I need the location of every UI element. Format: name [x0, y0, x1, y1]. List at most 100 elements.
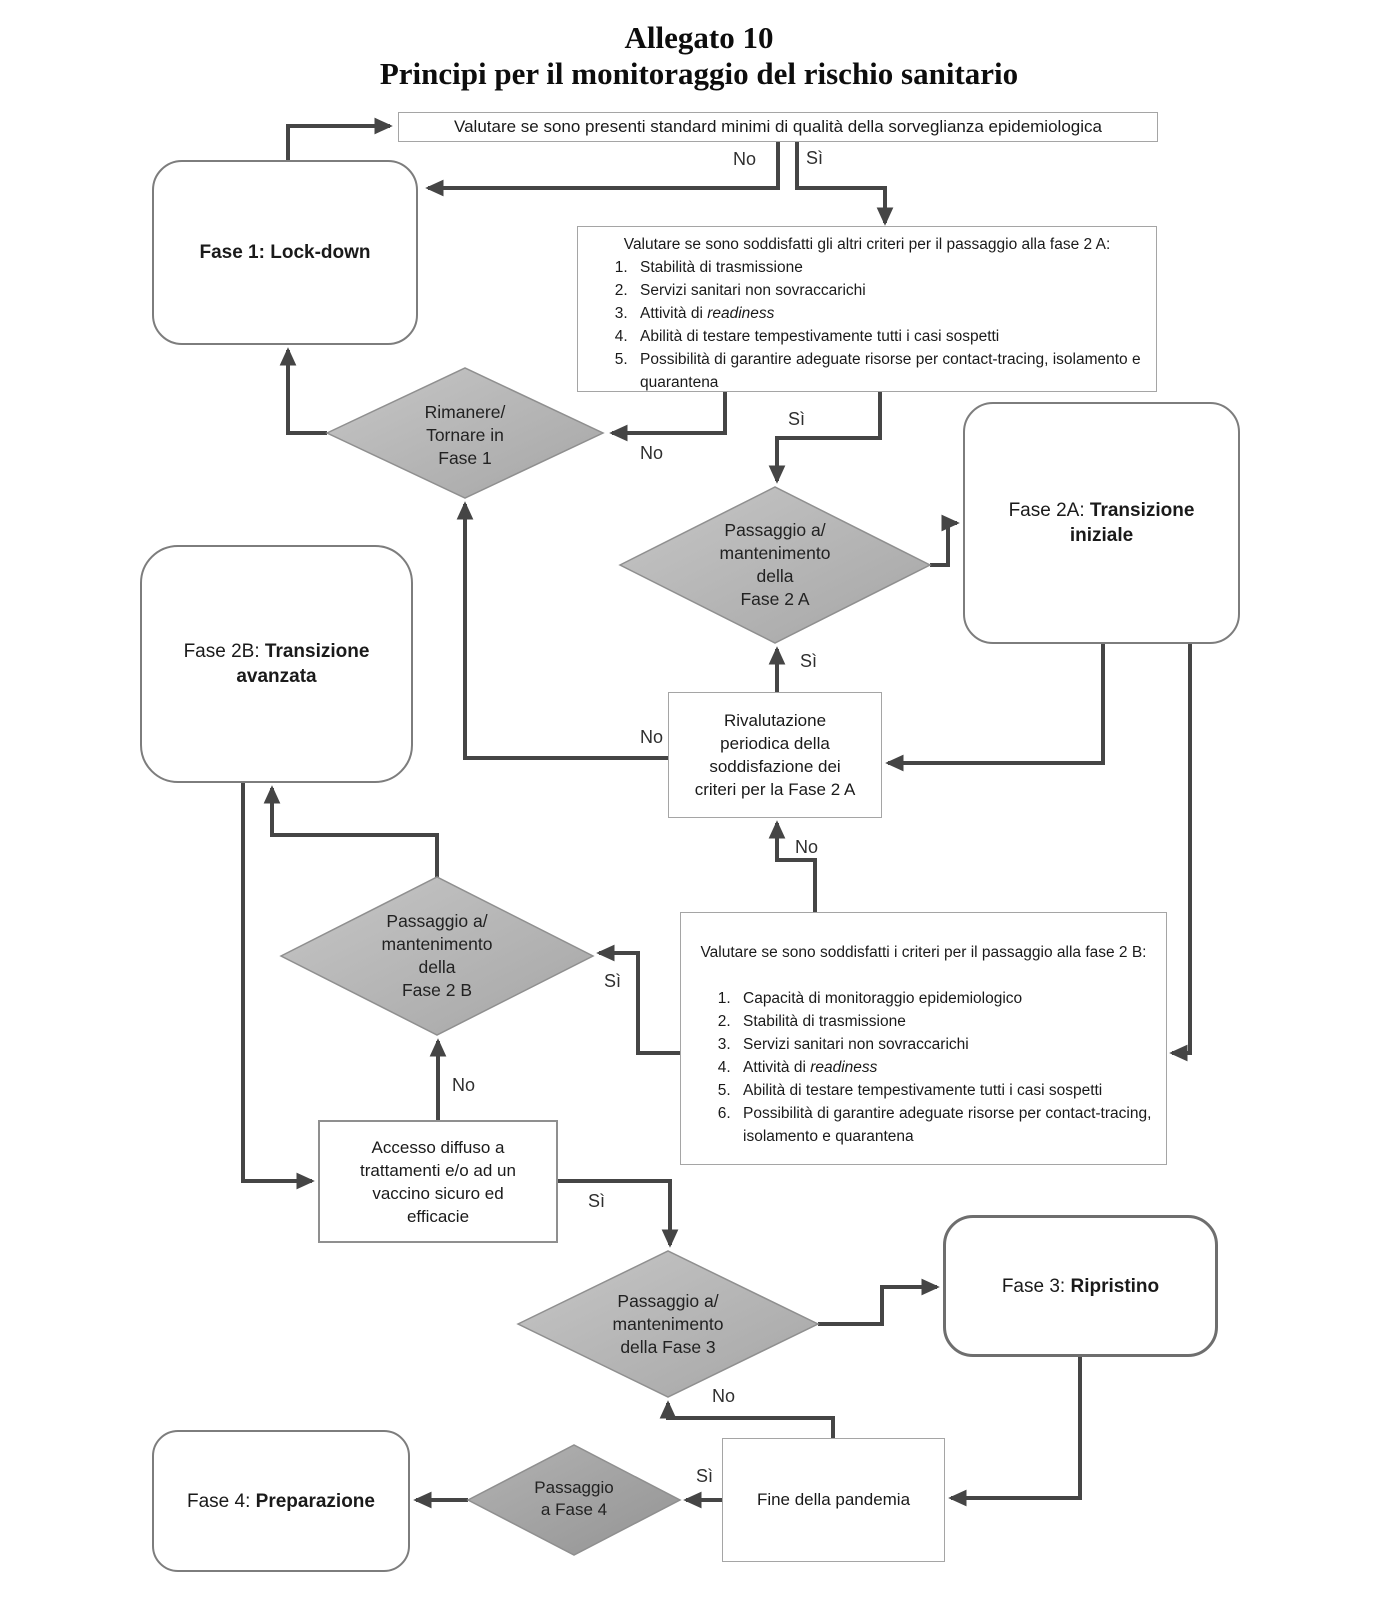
fase2a-label: Fase 2A: Transizione iniziale: [990, 498, 1214, 548]
criteria-item: Stabilità di trasmissione: [735, 1010, 1152, 1033]
fase1-label: Fase 1: Lock-down: [199, 240, 370, 265]
fase2b-name: Transizione avanzata: [236, 641, 370, 687]
edge-label-no-fine: No: [712, 1386, 736, 1406]
decision-passaggio-fase4: [466, 1444, 682, 1556]
decision-line: Passaggio: [534, 1478, 614, 1497]
edge-fase2b-to-accesso: [241, 783, 315, 1190]
decision-line: Fase 2 B: [401, 980, 473, 1000]
node-fase2b: Fase 2B: Transizione avanzata: [140, 545, 413, 783]
edge-fase1-to-surveillance: [286, 117, 393, 160]
page-title-line1: Allegato 10: [624, 20, 774, 55]
criteria-item: Abilità di testare tempestivamente tutti…: [632, 325, 1142, 348]
node-criteria-fase2a: Valutare se sono soddisfatti gli altri c…: [577, 226, 1157, 392]
decision-passaggio-fase2a: [618, 486, 932, 644]
decision-passaggio-fase2b: [279, 876, 595, 1036]
edge-label-si-surveillance: Sì: [806, 148, 824, 168]
decision-passaggio-fase4-label: Passaggio a Fase 4: [504, 1477, 644, 1521]
accesso-line: efficacie: [406, 1206, 470, 1226]
edge-label-no-criteria2b: No: [795, 837, 819, 857]
decision-line: a Fase 4: [540, 1500, 608, 1519]
accesso-line: vaccino sicuro ed: [372, 1183, 504, 1203]
edge-fase3-to-fine: [948, 1355, 1082, 1507]
edge-accesso-si: [557, 1179, 679, 1248]
edge-passaggio2a-to-fase2a: [930, 514, 960, 567]
node-fine-pandemia: Fine della pandemia: [722, 1438, 945, 1562]
decision-line: Tornare in: [426, 425, 504, 445]
criteria-item: Abilità di testare tempestivamente tutti…: [735, 1079, 1152, 1102]
edge-label-si-fine: Sì: [696, 1466, 714, 1486]
fase2a-prefix: Fase 2A:: [1008, 500, 1090, 521]
fase4-prefix: Fase 4:: [187, 1490, 256, 1512]
decision-line: della: [756, 566, 794, 586]
edge-label-si-accesso: Sì: [588, 1191, 606, 1211]
decision-line: Passaggio a/: [386, 911, 488, 931]
edge-rivalutazione-no: [456, 501, 668, 760]
fase3-name: Ripristino: [1070, 1275, 1160, 1297]
fase4-name: Preparazione: [255, 1490, 375, 1512]
fase2b-label: Fase 2B: Transizione avanzata: [165, 639, 389, 689]
node-fase1: Fase 1: Lock-down: [152, 160, 418, 345]
rivalutazione-line: Rivalutazione: [723, 711, 827, 730]
criteria-item: Attività di readiness: [735, 1056, 1152, 1079]
criteria2a-list: Stabilità di trasmissioneServizi sanitar…: [592, 256, 1142, 394]
criteria2b-heading: Valutare se sono soddisfatti i criteri p…: [700, 944, 1147, 961]
edge-label-si-criteria2a: Sì: [788, 409, 806, 429]
page-title-line2: Principi per il monitoraggio del rischio…: [379, 56, 1019, 91]
node-accesso-trattamenti: Accesso diffuso a trattamenti e/o ad un …: [318, 1120, 558, 1243]
decision-line: mantenimento: [612, 1314, 724, 1334]
edge-surveillance-no: [425, 142, 780, 197]
fase3-label: Fase 3: Ripristino: [1002, 1274, 1159, 1299]
edge-passaggio3-to-fase3: [818, 1278, 940, 1326]
criteria-item: Possibilità di garantire adeguate risors…: [735, 1102, 1152, 1148]
edge-fine-no: [659, 1400, 835, 1438]
edge-criteria2b-no: [768, 820, 817, 912]
accesso-line: Accesso diffuso a: [371, 1137, 505, 1157]
edge-label-no-surveillance: No: [733, 149, 757, 169]
decision-line: mantenimento: [381, 934, 493, 954]
decision-line: della Fase 3: [620, 1337, 716, 1357]
rivalutazione-line: criteri per la Fase 2 A: [694, 780, 856, 799]
decision-line: Passaggio a/: [617, 1291, 719, 1311]
edge-criteria2b-si: [596, 944, 680, 1055]
decision-passaggio-fase3: [516, 1250, 820, 1398]
fase2b-prefix: Fase 2B:: [183, 641, 265, 662]
decision-passaggio-fase2b-label: Passaggio a/ mantenimento della Fase 2 B: [327, 910, 547, 1002]
decision-line: Fase 2 A: [740, 589, 810, 609]
fine-pandemia-text: Fine della pandemia: [756, 1490, 911, 1509]
edge-label-si-criteria2b: Sì: [604, 971, 622, 991]
node-fase4: Fase 4: Preparazione: [152, 1430, 410, 1572]
criteria-item: Servizi sanitari non sovraccarichi: [735, 1033, 1152, 1056]
edge-remain-to-fase1: [279, 347, 327, 435]
decision-line: Passaggio a/: [724, 520, 826, 540]
fase2a-name: Transizione iniziale: [1069, 500, 1195, 546]
decision-passaggio-fase3-label: Passaggio a/ mantenimento della Fase 3: [558, 1290, 778, 1359]
node-surveillance-check: Valutare se sono presenti standard minim…: [398, 112, 1158, 142]
decision-line: Rimanere/: [424, 402, 506, 422]
edge-label-si-rivalutazione: Sì: [800, 651, 818, 671]
criteria-item: Stabilità di trasmissione: [632, 256, 1142, 279]
criteria-item: Attività di readiness: [632, 302, 1142, 325]
edge-label-no-rivalutazione: No: [640, 727, 664, 747]
fase1-name: Lock-down: [270, 242, 371, 263]
decision-line: della: [418, 957, 456, 977]
rivalutazione-line: periodica della: [720, 734, 830, 753]
decision-line: Fase 1: [438, 448, 492, 468]
edge-label-no-accesso: No: [452, 1075, 476, 1095]
rivalutazione-line: soddisfazione dei: [709, 757, 841, 776]
decision-line: mantenimento: [719, 543, 831, 563]
fase3-prefix: Fase 3:: [1001, 1275, 1071, 1297]
node-fase2a: Fase 2A: Transizione iniziale: [963, 402, 1240, 644]
criteria2a-heading: Valutare se sono soddisfatti gli altri c…: [623, 236, 1111, 253]
criteria2b-list: Capacità di monitoraggio epidemiologicoS…: [695, 987, 1152, 1148]
edge-passaggio2b-to-fase2b: [263, 785, 439, 877]
fase4-label: Fase 4: Preparazione: [187, 1489, 375, 1514]
criteria-item: Servizi sanitari non sovraccarichi: [632, 279, 1142, 302]
edge-fase2a-to-rivalutazione: [885, 644, 1105, 772]
criteria-item: Possibilità di garantire adeguate risors…: [632, 348, 1142, 394]
node-fase3: Fase 3: Ripristino: [943, 1215, 1218, 1357]
fase1-prefix: Fase 1:: [199, 242, 271, 263]
surveillance-check-text: Valutare se sono presenti standard minim…: [454, 117, 1102, 136]
decision-passaggio-fase2a-label: Passaggio a/ mantenimento della Fase 2 A: [665, 519, 885, 611]
